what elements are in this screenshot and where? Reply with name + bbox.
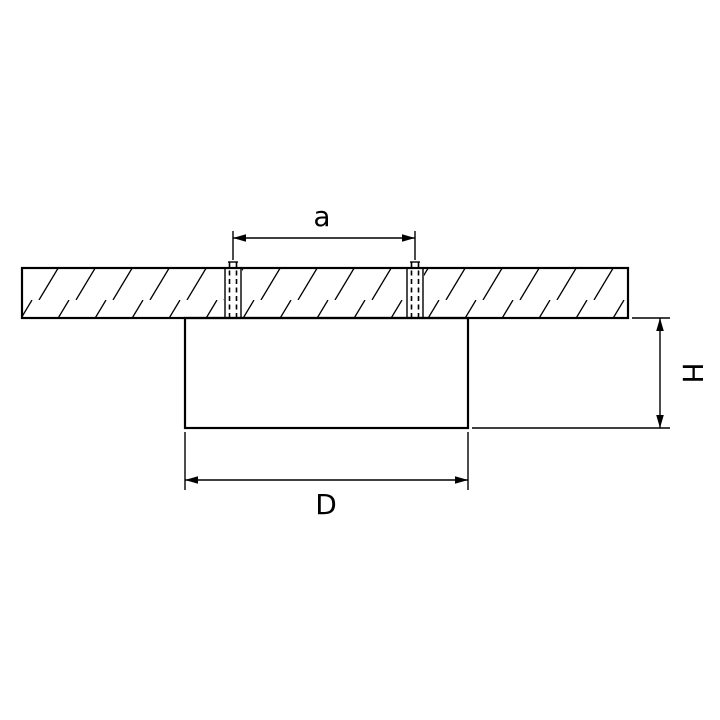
dimension-a-label: a [313,200,330,233]
arrow-left-icon [185,476,198,484]
dimension-h: H [472,317,709,429]
dimension-d: D [184,432,469,521]
ceiling-section [20,266,630,320]
screw-slot-right [406,267,424,319]
ceiling-hatching [22,268,628,318]
arrow-down-icon [656,415,664,428]
fixture-body [183,316,470,430]
screw-left [224,261,242,320]
dimension-a: a [232,200,416,260]
arrow-left-icon [233,234,246,242]
screw-right [406,261,424,320]
arrow-right-icon [402,234,415,242]
screw-slot-left [224,267,242,319]
dimension-h-label: H [676,362,709,383]
arrow-right-icon [455,476,468,484]
dimension-d-label: D [315,488,337,521]
arrow-up-icon [656,318,664,331]
